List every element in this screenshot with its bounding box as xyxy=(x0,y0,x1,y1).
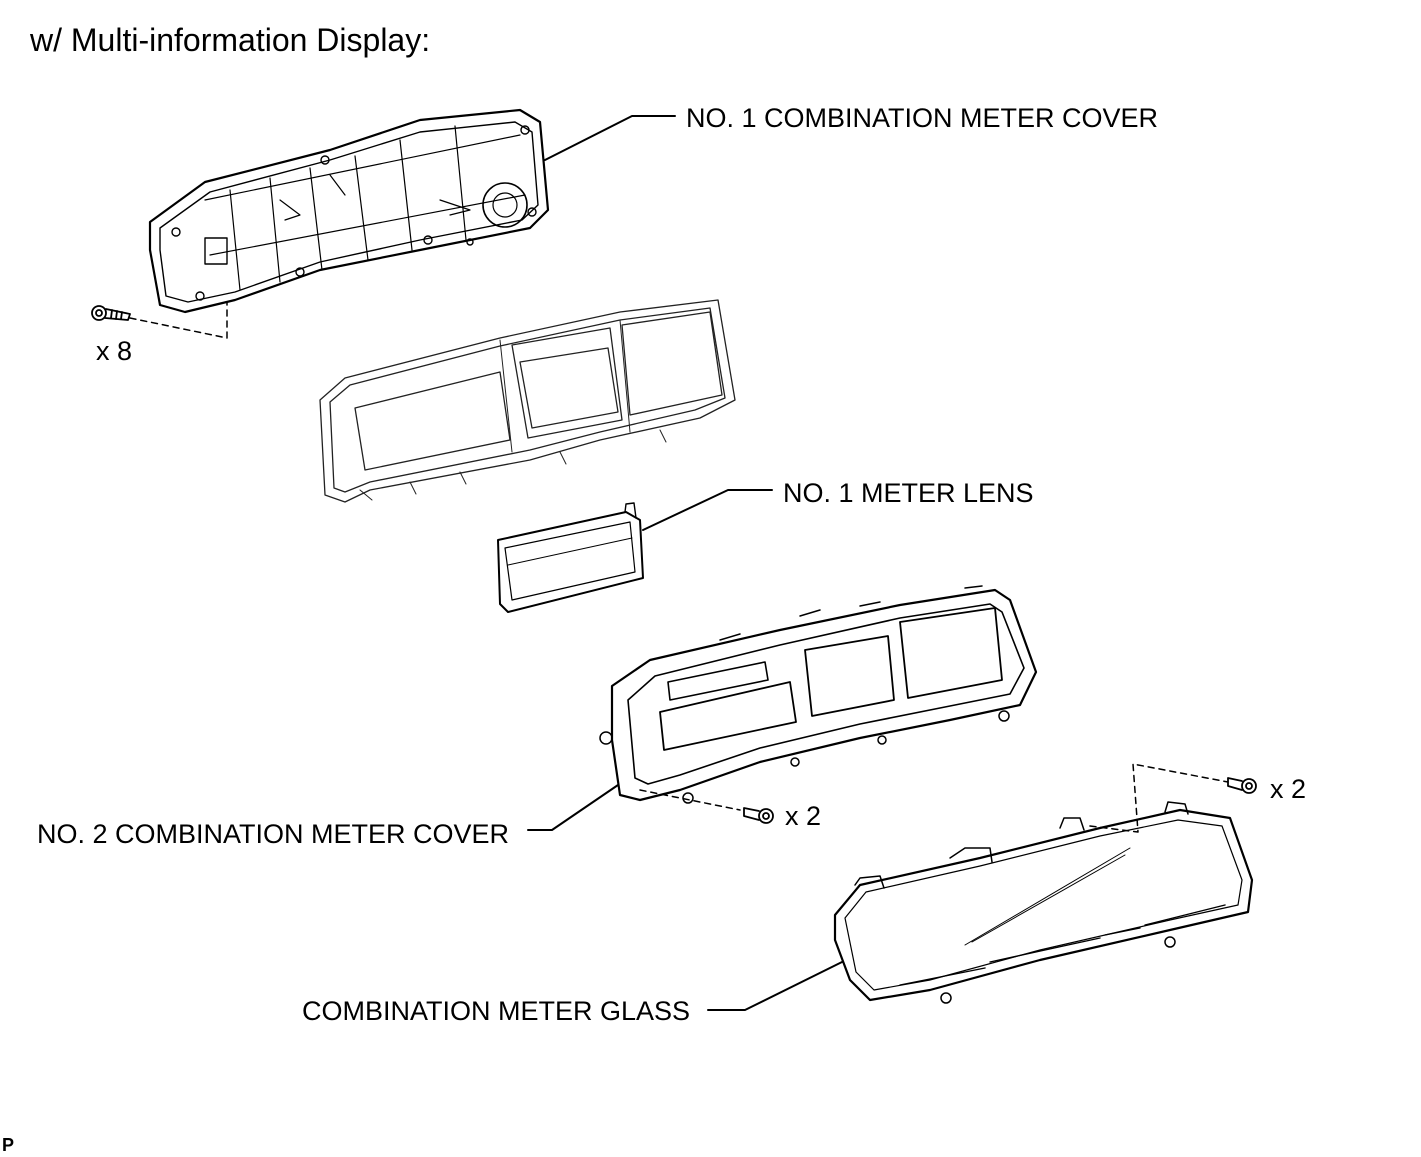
screw-icon xyxy=(1227,777,1257,794)
label-qty-cover2-screws: x 2 xyxy=(785,801,822,831)
screw-icon xyxy=(91,305,131,321)
diagram-title: w/ Multi-information Display: xyxy=(30,22,431,58)
label-qty-glass-screws: x 2 xyxy=(1270,774,1307,804)
no2-combination-meter-cover-part xyxy=(599,585,1038,804)
meter-panel-part xyxy=(319,299,736,503)
combination-meter-glass-part xyxy=(833,801,1254,1004)
label-no1-combination-meter-cover: NO. 1 COMBINATION METER COVER xyxy=(686,103,1159,133)
no1-meter-lens-part xyxy=(497,502,644,613)
screw-icon xyxy=(743,807,774,824)
corner-mark: P xyxy=(2,1135,15,1155)
label-combination-meter-glass: COMBINATION METER GLASS xyxy=(302,996,691,1026)
label-no2-combination-meter-cover: NO. 2 COMBINATION METER COVER xyxy=(37,819,510,849)
no1-combination-meter-cover-part xyxy=(148,108,550,314)
label-qty-cover1-screws: x 8 xyxy=(96,336,133,366)
label-no1-meter-lens: NO. 1 METER LENS xyxy=(783,478,1034,508)
